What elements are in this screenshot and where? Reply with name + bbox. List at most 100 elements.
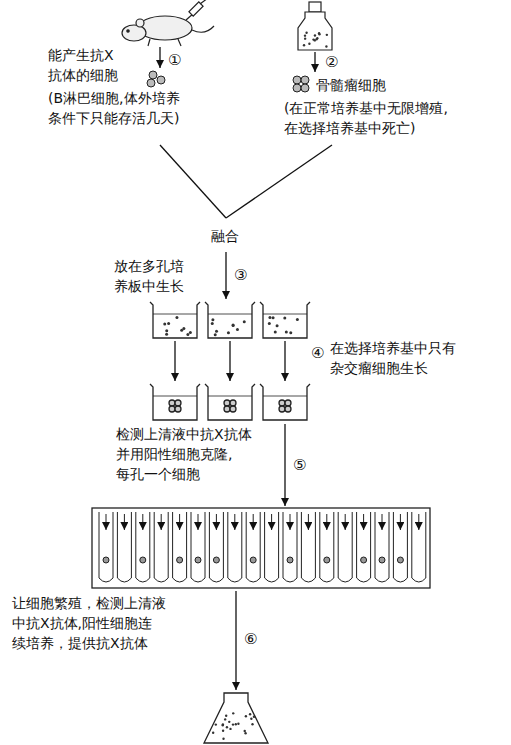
culture-wells	[285, 400, 291, 406]
cell-dots	[303, 44, 305, 46]
culture-wells	[208, 314, 252, 315]
cell-dots	[224, 718, 226, 720]
plate-wells	[357, 512, 371, 582]
culture-wells	[243, 320, 246, 323]
cell-dots	[326, 34, 328, 36]
b-cells	[147, 71, 165, 87]
plate-wells	[283, 512, 297, 582]
plate-wells	[117, 512, 131, 582]
culture-wells	[284, 341, 285, 381]
culture-wells	[150, 302, 200, 338]
plate-wells	[418, 514, 419, 530]
culture-bottle	[298, 2, 332, 50]
culture-flask	[204, 693, 268, 743]
culture-wells	[169, 406, 175, 412]
cell-dots	[314, 34, 316, 36]
callout-number: ⑥	[244, 630, 257, 648]
culture-wells	[180, 329, 183, 332]
cell-dots	[212, 732, 214, 734]
plate-wells	[195, 557, 201, 563]
mouse	[122, 16, 214, 46]
culture-wells	[153, 396, 197, 397]
cell-dots	[253, 716, 255, 718]
plate-wells	[161, 514, 162, 530]
annotation-text: (在正常培养基中无限增殖, 在选择培养基中死亡)	[284, 98, 458, 138]
culture-wells	[208, 396, 252, 397]
culture-wells	[163, 323, 166, 326]
myeloma-cells	[301, 76, 309, 84]
b-cells	[147, 79, 155, 87]
cell-dots	[251, 723, 253, 725]
plate-wells	[397, 557, 403, 563]
callout-number: ③	[234, 266, 247, 284]
culture-wells	[205, 302, 255, 338]
plate-wells	[103, 557, 109, 563]
cell-dots	[222, 730, 224, 732]
cell-dots	[235, 723, 237, 725]
merge-lines	[160, 145, 226, 218]
annotation-text: 骨髓瘤细胞	[316, 75, 386, 95]
myeloma-cells	[301, 84, 309, 92]
cell-dots	[225, 715, 227, 717]
cell-dots	[304, 34, 306, 36]
culture-wells	[279, 406, 285, 412]
myeloma-cells	[293, 84, 301, 92]
culture-wells	[174, 341, 175, 381]
cell-dots	[237, 723, 239, 725]
plate-wells	[382, 514, 383, 530]
plate-wells	[253, 514, 254, 530]
culture-wells	[260, 302, 310, 338]
plate-wells	[338, 512, 352, 582]
plate-wells	[379, 557, 385, 563]
culture-wells	[167, 322, 170, 325]
merge-lines	[226, 145, 332, 218]
cell-dots	[232, 712, 234, 714]
culture-wells	[285, 330, 288, 333]
cell-dots	[308, 43, 310, 45]
step-arrow	[314, 52, 315, 72]
culture-wells	[229, 341, 230, 381]
plate-wells	[400, 514, 401, 530]
culture-wells	[285, 406, 291, 412]
plate-wells	[246, 512, 260, 582]
culture-bottle	[309, 2, 321, 12]
mouse	[138, 16, 192, 40]
plate-wells	[287, 557, 293, 563]
culture-wells	[224, 400, 230, 406]
plate-wells	[375, 512, 389, 582]
culture-wells	[215, 330, 218, 333]
plate-wells	[173, 512, 187, 582]
callout-number: ①	[168, 51, 181, 69]
cell-dots	[229, 728, 231, 730]
culture-flask	[204, 693, 268, 743]
culture-wells	[232, 323, 235, 326]
culture-wells	[276, 324, 279, 327]
cell-dots	[315, 38, 317, 40]
step-arrow	[235, 591, 236, 690]
cell-dots	[244, 732, 246, 734]
plate-wells	[154, 512, 168, 582]
cell-dots	[222, 724, 224, 726]
plate-wells	[271, 514, 272, 530]
plate-wells	[99, 512, 426, 582]
culture-bottle	[298, 12, 332, 50]
culture-wells	[283, 316, 286, 319]
cell-dots	[222, 723, 224, 725]
culture-wells	[289, 331, 292, 334]
cell-dots	[325, 45, 327, 47]
culture-wells	[165, 329, 168, 332]
annotation-text: 在选择培养基中只有 杂交瘤细胞生长	[330, 338, 464, 378]
cell-dots	[222, 738, 224, 740]
cell-dots	[303, 32, 328, 48]
culture-wells	[205, 384, 255, 420]
step-arrow	[159, 47, 160, 68]
culture-wells	[189, 331, 192, 334]
syringe	[186, 0, 208, 20]
plate-wells	[345, 514, 346, 530]
plate-wells	[265, 512, 279, 582]
plate-wells	[198, 514, 199, 530]
plate-wells	[412, 512, 426, 582]
myeloma-cells	[293, 76, 309, 92]
plate-wells	[106, 514, 107, 530]
